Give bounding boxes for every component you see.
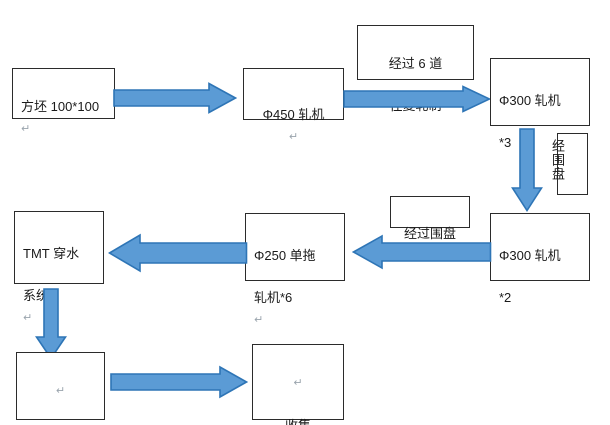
node-mill300-x2[interactable]: Φ300 轧机 *2 <box>490 213 590 305</box>
arrow-mill300x3-to-mill300x2[interactable] <box>511 128 543 212</box>
node-tmt-water-system-line-1: TMT 穿水 <box>23 246 80 261</box>
node-note-loop[interactable]: 经过围盘↵ <box>390 196 470 262</box>
paragraph-mark-icon: ↵ <box>23 312 33 324</box>
arrow-tmt-to-coolbed[interactable] <box>35 288 67 360</box>
node-tmt-water-system[interactable]: TMT 穿水 系统 ↵ <box>14 211 104 324</box>
paragraph-mark-icon: ↵ <box>293 377 303 389</box>
node-mill300-x2-line-2: *2 <box>499 290 512 305</box>
paragraph-mark-icon: ↵ <box>254 314 264 326</box>
node-billet-line-1: 方坯 100*100 <box>21 99 100 114</box>
node-mill300-x3-line-1: Φ300 轧机 <box>499 93 561 108</box>
arrow-coolbed-to-collect[interactable] <box>110 365 248 399</box>
paragraph-mark-icon: ↵ <box>21 123 31 135</box>
node-cooling-bed-line-1: ↵ <box>25 379 96 402</box>
node-note-six-passes-line-1: 经过 6 道 <box>388 56 443 71</box>
node-mill250-line-1: Φ250 单拖 <box>254 248 316 263</box>
node-mill250[interactable]: Φ250 单拖 轧机*6 ↵ <box>245 213 345 326</box>
node-cooling-bed[interactable]: ↵ 冷床↵ <box>16 352 105 420</box>
node-note-six-passes[interactable]: 经过 6 道 往复轧制 <box>357 25 474 113</box>
arrow-mill300x2-to-mill250[interactable] <box>352 234 492 270</box>
node-note-loop-vertical-text: 经围盘 <box>550 139 565 181</box>
node-collect-line-1: ↵ <box>261 371 335 394</box>
paragraph-mark-icon: ↵ <box>288 131 299 143</box>
arrow-mill450-to-mill300x3[interactable] <box>343 85 491 113</box>
node-note-loop-vertical[interactable]: 经围盘 <box>550 133 588 195</box>
arrow-billet-to-mill450[interactable] <box>113 82 237 114</box>
node-tmt-water-system-line-2: 系统 <box>23 288 50 303</box>
node-mill300-x3-line-2: *3 <box>499 135 512 150</box>
paragraph-mark-icon: ↵ <box>55 385 66 397</box>
node-mill450[interactable]: Φ450 轧机 ↵ <box>243 68 344 143</box>
node-collect[interactable]: ↵ 收集↵ <box>252 344 344 425</box>
arrow-mill250-to-tmt[interactable] <box>108 232 248 274</box>
node-mill300-x2-line-1: Φ300 轧机 <box>499 248 561 263</box>
node-mill300-x3[interactable]: Φ300 轧机 *3 <box>490 58 590 150</box>
node-note-loop-line-1: 经过围盘 <box>403 226 456 241</box>
node-collect-line-2: 收集 <box>261 415 335 425</box>
node-billet[interactable]: 方坯 100*100 ↵ <box>12 68 115 135</box>
node-mill250-line-2: 轧机*6 <box>254 290 293 305</box>
node-mill450-line-1: Φ450 轧机 <box>262 107 325 122</box>
